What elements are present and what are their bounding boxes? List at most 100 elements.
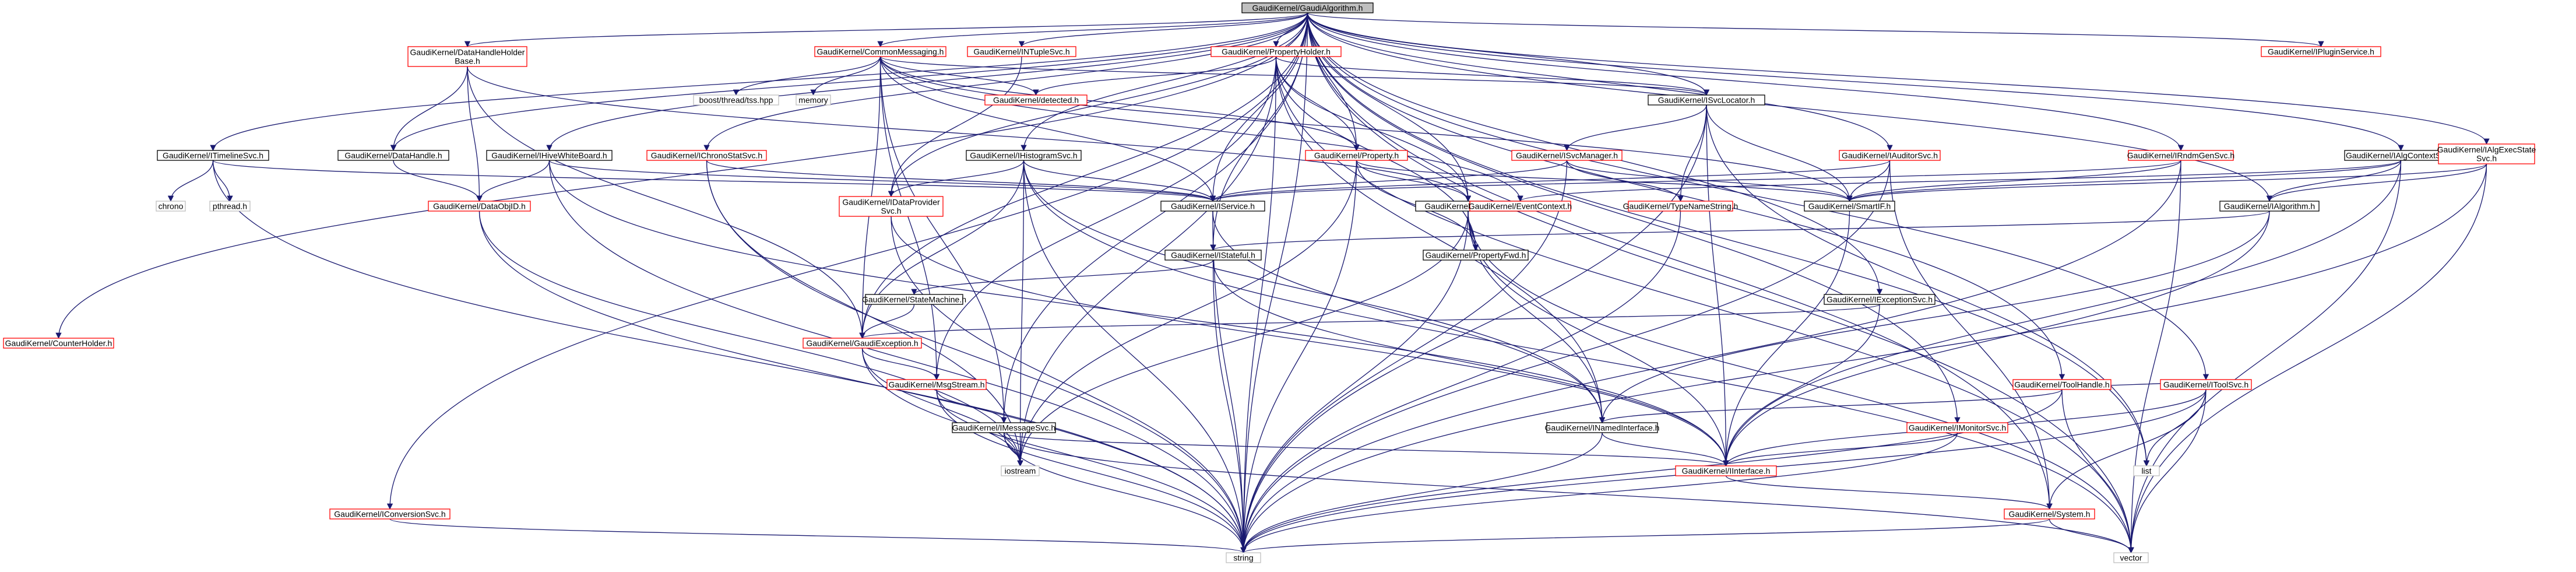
node-label-n22-0: pthread.h	[213, 202, 247, 211]
node-n35[interactable]: GaudiKernel/CounterHolder.h	[3, 338, 114, 349]
edge-n31-to-n33	[911, 259, 1214, 296]
node-label-n11-0: GaudiKernel/Property.h	[1314, 151, 1399, 160]
edge-n11-to-n29	[1356, 160, 1853, 202]
node-n33[interactable]: GaudiKernel/StateMachine.h	[862, 294, 966, 305]
node-n4[interactable]: GaudiKernel/IPluginService.h	[2261, 46, 2381, 57]
node-n47[interactable]: GaudiKernel/System.h	[2004, 508, 2095, 520]
node-box-n4	[2261, 46, 2381, 57]
node-n0[interactable]: GaudiKernel/GaudiAlgorithm.h	[1241, 2, 1374, 13]
edge-n30-to-n44	[1723, 210, 2270, 467]
node-n15[interactable]: GaudiKernel/IRndmGenSvc.h	[2127, 150, 2234, 161]
edge-n1-to-n11	[879, 56, 1360, 152]
node-n16[interactable]: GaudiKernel/IAlgContextSvc.h	[2344, 150, 2458, 161]
node-n6[interactable]: GaudiKernel/ITimelineSvc.h	[157, 150, 269, 161]
edge-n12-to-n48	[1240, 104, 1707, 554]
edge-n11-to-n43	[1017, 160, 1357, 467]
node-n3[interactable]: GaudiKernel/PropertyHolder.h	[1210, 46, 1342, 57]
node-n30[interactable]: GaudiKernel/IAlgorithm.h	[2219, 201, 2320, 212]
node-n14[interactable]: GaudiKernel/IAuditorSvc.h	[1839, 150, 1941, 161]
edge-n26-to-n43	[1017, 210, 1469, 467]
node-n41[interactable]: GaudiKernel/INamedInterface.h	[1545, 422, 1660, 433]
node-box-n46	[329, 508, 451, 520]
edge-n29-to-n44	[1723, 210, 1850, 467]
edge-n0-to-n42	[1307, 12, 1961, 424]
node-box-n49	[2113, 552, 2149, 563]
node-n7[interactable]: GaudiKernel/DataHandle.h	[337, 150, 449, 161]
edge-n1-to-n20	[879, 56, 1039, 96]
node-n45[interactable]: list	[2133, 465, 2160, 476]
edge-n34-to-n44	[1723, 304, 1880, 467]
node-box-n42	[1906, 422, 2008, 433]
edge-n0-to-n12	[1307, 12, 1710, 96]
node-n31[interactable]: GaudiKernel/IStateful.h	[1164, 250, 1262, 261]
node-n20[interactable]: GaudiKernel/detected.h	[984, 94, 1088, 106]
node-n12[interactable]: GaudiKernel/ISvcLocator.h	[1648, 94, 1765, 106]
edge-n9-to-n48	[706, 160, 1247, 554]
node-n38[interactable]: GaudiKernel/MsgStream.h	[886, 379, 987, 390]
edge-n26-to-n48	[1240, 210, 1469, 554]
node-n23[interactable]: GaudiKernel/DataObjID.h	[428, 201, 531, 212]
node-n29[interactable]: GaudiKernel/SmartIF.h	[1804, 201, 1895, 212]
edge-n1-to-n12	[879, 56, 1709, 96]
node-n22[interactable]: pthread.h	[209, 201, 251, 212]
edge-n0-to-n8	[546, 12, 1308, 152]
edge-n40-to-n44	[1003, 432, 1729, 467]
node-n9[interactable]: GaudiKernel/IChronoStatSvc.h	[646, 150, 767, 161]
node-n2[interactable]: GaudiKernel/INTupleSvc.h	[967, 46, 1076, 57]
edge-n0-to-n4	[1307, 12, 2324, 48]
node-n27[interactable]: GaudiKernel/EventContext.h	[1469, 201, 1572, 212]
node-n40[interactable]: GaudiKernel/IMessageSvc.h	[952, 422, 1056, 433]
node-n37[interactable]: GaudiKernel/ToolHandle.h	[2012, 379, 2112, 390]
edge-n13-to-n48	[1240, 160, 1568, 554]
node-n11[interactable]: GaudiKernel/Property.h	[1305, 150, 1408, 161]
node-box-n34	[1824, 294, 1935, 305]
node-n32[interactable]: GaudiKernel/PropertyFwd.h	[1423, 250, 1529, 261]
node-label-n10-0: GaudiKernel/IHistogramSvc.h	[970, 151, 1077, 160]
node-n28[interactable]: GaudiKernel/TypeNameString.h	[1623, 201, 1739, 212]
node-box-n44	[1675, 465, 1777, 476]
node-n43[interactable]: iostream	[1001, 465, 1040, 476]
node-n8[interactable]: GaudiKernel/IHiveWhiteBoard.h	[486, 150, 613, 161]
node-n19[interactable]: memory	[796, 94, 831, 106]
node-box-n0	[1241, 2, 1374, 13]
node-box-n28	[1628, 201, 1733, 212]
edge-n10-to-n43	[1017, 160, 1025, 467]
node-n48[interactable]: string	[1226, 552, 1261, 563]
node-n39[interactable]: GaudiKernel/IToolSvc.h	[2160, 379, 2252, 390]
node-n42[interactable]: GaudiKernel/IMonitorSvc.h	[1906, 422, 2008, 433]
node-n10[interactable]: GaudiKernel/IHistogramSvc.h	[966, 150, 1082, 161]
edge-n3-to-n20	[1033, 56, 1277, 96]
node-n34[interactable]: GaudiKernel/IExceptionSvc.h	[1824, 294, 1935, 305]
edge-n0-to-n37	[1307, 12, 2065, 381]
node-label-n41-0: GaudiKernel/INamedInterface.h	[1545, 423, 1660, 433]
node-box-n48	[1226, 552, 1261, 563]
node-n25[interactable]: GaudiKernel/IService.h	[1160, 201, 1265, 212]
edge-n9-to-n43	[706, 160, 1023, 467]
node-n44[interactable]: GaudiKernel/IInterface.h	[1675, 465, 1777, 476]
edge-n1-to-n38	[879, 56, 940, 381]
node-n36[interactable]: GaudiKernel/GaudiException.h	[803, 338, 922, 349]
edge-n5-to-n23	[467, 66, 483, 202]
node-n49[interactable]: vector	[2113, 552, 2149, 563]
node-n18[interactable]: boost/thread/tss.hpp	[693, 94, 779, 106]
node-box-n21	[156, 201, 186, 212]
edge-n0-to-n5	[464, 12, 1308, 48]
edge-n10-to-n25	[1023, 160, 1216, 202]
node-n1[interactable]: GaudiKernel/CommonMessaging.h	[814, 46, 946, 57]
edge-n15-to-n29	[1846, 160, 2181, 202]
node-n13[interactable]: GaudiKernel/ISvcManager.h	[1511, 150, 1623, 161]
edge-n8-to-n25	[548, 160, 1216, 202]
edge-n24-to-n48	[891, 216, 1247, 554]
edge-n13-to-n25	[1209, 160, 1568, 202]
node-label-n32-0: GaudiKernel/PropertyFwd.h	[1426, 251, 1526, 260]
node-box-n19	[796, 94, 831, 106]
node-box-n32	[1423, 250, 1529, 261]
node-n21[interactable]: chrono	[156, 201, 186, 212]
node-label-n9-0: GaudiKernel/IChronoStatSvc.h	[651, 151, 762, 160]
node-n46[interactable]: GaudiKernel/IConversionSvc.h	[329, 508, 451, 520]
node-box-n33	[865, 294, 963, 305]
node-box-n1	[814, 46, 946, 57]
